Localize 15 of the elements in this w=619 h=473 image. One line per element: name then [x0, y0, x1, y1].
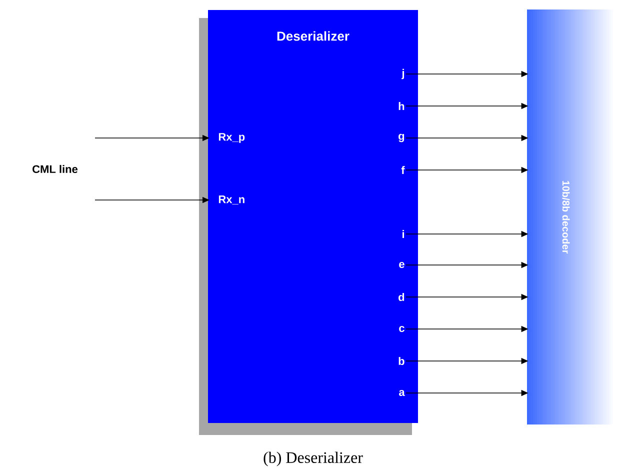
- port-label: a: [399, 390, 405, 396]
- decoder-block: 10b/8b decoder: [527, 10, 616, 424]
- port-label: j: [402, 68, 404, 80]
- port-label: g: [398, 134, 404, 142]
- port-label: Rx_p: [218, 133, 245, 143]
- port-label: b: [398, 356, 404, 366]
- port-label: Rx_n: [218, 196, 244, 204]
- port-label: e: [399, 262, 404, 268]
- port-label: i: [402, 230, 404, 238]
- port-label: c: [399, 326, 404, 332]
- port-label: d: [398, 292, 404, 302]
- caption: (b) Deserializer: [264, 452, 363, 466]
- signal-label: CML line: [32, 164, 78, 174]
- port-label: h: [398, 102, 404, 110]
- port-label: f: [401, 166, 405, 174]
